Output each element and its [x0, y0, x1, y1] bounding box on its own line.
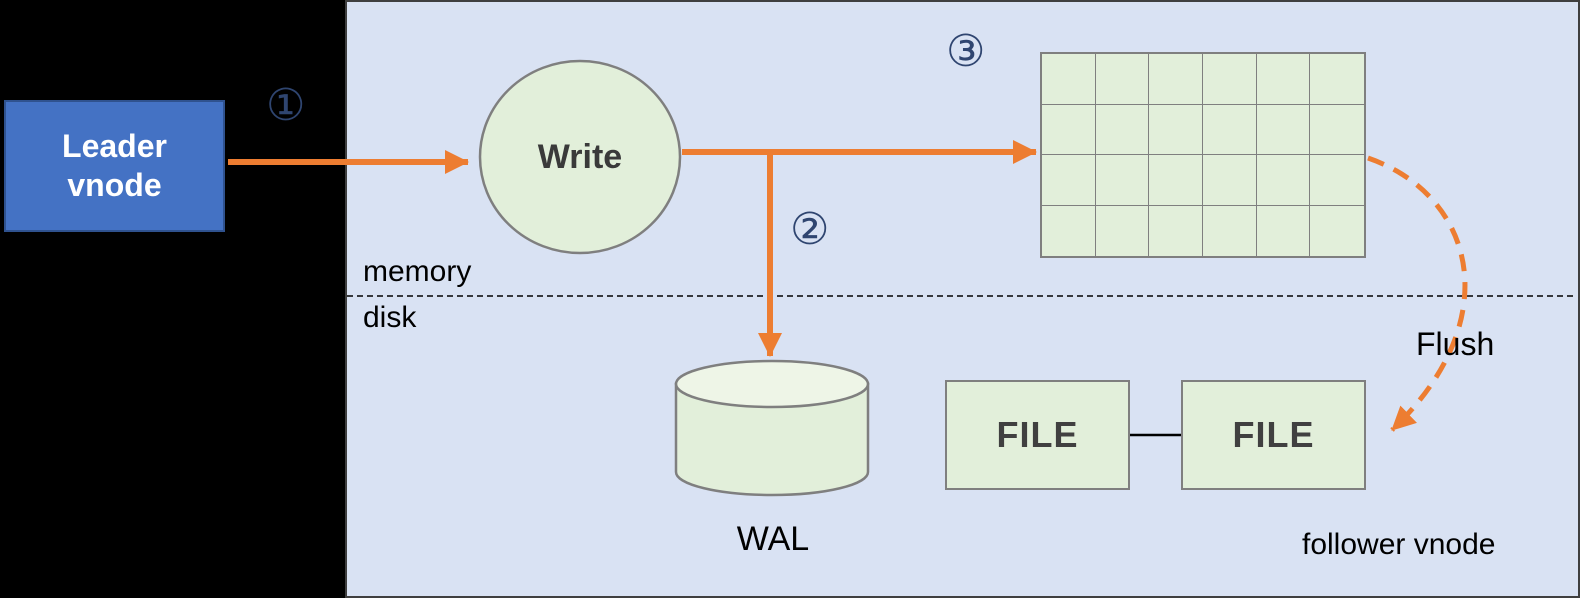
- grid-cell: [1149, 54, 1203, 105]
- flush-label: Flush: [1416, 326, 1495, 362]
- grid-cell: [1310, 155, 1364, 206]
- grid-cell: [1149, 104, 1203, 155]
- leader-vnode-box: Leader vnode: [4, 100, 225, 232]
- memtable-grid: [1040, 52, 1366, 258]
- grid-cell: [1042, 54, 1096, 105]
- file-box-right: FILE: [1181, 380, 1366, 490]
- file-left-label: FILE: [996, 414, 1079, 455]
- write-label: Write: [537, 138, 623, 176]
- step-1-number: ①: [266, 81, 306, 130]
- grid-cell: [1310, 206, 1364, 257]
- step-3-number: ③: [946, 27, 986, 76]
- grid-cell: [1256, 104, 1311, 155]
- grid-cell: [1095, 104, 1150, 155]
- grid-cell: [1203, 54, 1257, 105]
- grid-cell: [1203, 205, 1257, 256]
- grid-cell: [1042, 155, 1096, 206]
- grid-cell: [1203, 104, 1257, 155]
- grid-cell: [1203, 155, 1257, 206]
- follower-vnode-panel: [345, 0, 1580, 598]
- grid-cell: [1257, 205, 1311, 256]
- step-2-number: ②: [790, 205, 830, 254]
- file-right-label: FILE: [1232, 414, 1315, 455]
- memory-label: memory: [363, 255, 472, 288]
- grid-cell: [1042, 104, 1096, 155]
- wal-label: WAL: [736, 520, 810, 558]
- grid-cell: [1096, 205, 1150, 256]
- grid-cell: [1256, 155, 1311, 206]
- grid-cell: [1095, 155, 1150, 206]
- grid-cell: [1149, 155, 1203, 206]
- grid-cell: [1310, 54, 1364, 105]
- grid-cell: [1149, 205, 1203, 256]
- leader-vnode-label-line2: vnode: [67, 167, 162, 203]
- leader-vnode-label-line1: Leader: [62, 127, 167, 164]
- grid-cell: [1042, 205, 1096, 256]
- disk-label: disk: [363, 301, 417, 334]
- follower-vnode-label: follower vnode: [1302, 528, 1496, 561]
- file-box-left: FILE: [945, 380, 1130, 490]
- grid-cell: [1310, 105, 1364, 155]
- grid-cell: [1256, 54, 1311, 105]
- grid-cell: [1095, 54, 1150, 105]
